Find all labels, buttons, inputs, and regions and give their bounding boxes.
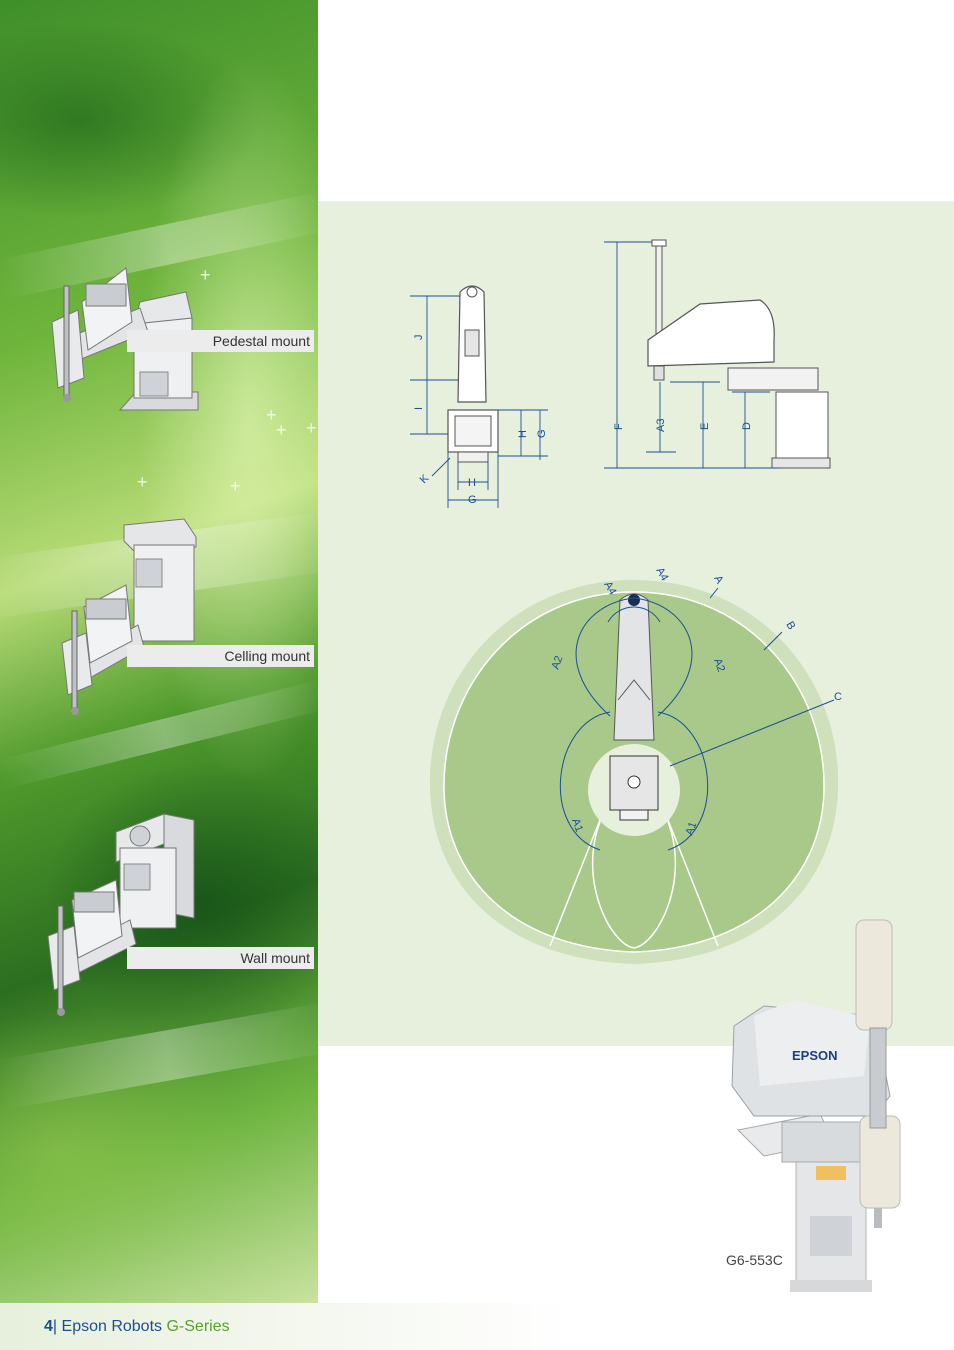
ceiling-mount-label: Celling mount	[127, 645, 314, 667]
footer-brand: Epson Robots	[61, 1318, 163, 1335]
dim-label-f: F	[613, 423, 625, 430]
dim-label-k: K	[418, 472, 432, 486]
sparkle-icon: +	[276, 420, 287, 440]
work-envelope-labels: A4 A4 A B C A2 A2 A1 A1	[550, 566, 842, 838]
dim-label-a: A	[711, 574, 725, 587]
page-footer	[0, 1303, 954, 1350]
dim-label-a4-right: A4	[653, 566, 670, 584]
front-view-dimension-lines	[410, 295, 548, 508]
ceiling-mount-robot-image	[61, 518, 197, 715]
robot-model-label: G6-553C	[726, 1252, 783, 1268]
dim-label-a3: A3	[655, 419, 667, 432]
side-view-labels: F A3 E D	[613, 419, 753, 432]
page-number: 4	[44, 1318, 53, 1335]
dim-label-a2-right: A2	[711, 657, 727, 674]
dim-label-d: D	[741, 422, 753, 430]
footer-text: 4| Epson Robots G-Series	[44, 1318, 230, 1336]
pedestal-mount-label: Pedestal mount	[127, 330, 314, 352]
sparkle-icon: +	[230, 476, 241, 496]
pedestal-mount-robot-image	[51, 267, 199, 411]
wall-mount-label: Wall mount	[127, 947, 314, 969]
side-view-dimension-lines	[604, 241, 780, 469]
sparkle-icon: +	[306, 418, 317, 438]
g6-robot-photo: EPSON	[731, 919, 901, 1292]
dim-label-h: H	[468, 477, 476, 489]
dim-label-j: J	[413, 335, 425, 341]
dim-label-c: C	[834, 691, 842, 703]
sparkle-icon: +	[137, 472, 148, 492]
front-view-drawing	[447, 285, 499, 463]
dim-label-i: I	[413, 407, 425, 410]
side-view-drawing	[647, 239, 831, 469]
dim-label-h-vertical: H	[517, 430, 529, 438]
dim-label-a4-left: A4	[601, 580, 618, 598]
dimension-drawings: J I H G K H G F A3 E D	[410, 239, 842, 964]
dim-label-e: E	[699, 423, 711, 430]
footer-series: G-Series	[166, 1318, 230, 1335]
dim-label-a2-left: A2	[550, 654, 566, 671]
dim-label-a1-left: A1	[569, 817, 585, 834]
sparkle-icon: +	[200, 265, 211, 285]
dim-label-b: B	[783, 620, 797, 632]
wall-mount-robot-image	[47, 813, 195, 1016]
dim-label-g-vertical: G	[536, 429, 548, 438]
robot-brand-label: EPSON	[792, 1048, 838, 1063]
work-envelope-drawing	[429, 580, 839, 964]
footer-separator: |	[52, 1318, 58, 1335]
dim-label-g: G	[468, 494, 477, 506]
work-envelope-dimension-lines	[559, 587, 835, 851]
dim-label-a1-right: A1	[684, 820, 700, 837]
sparkle-icon: +	[266, 405, 277, 425]
